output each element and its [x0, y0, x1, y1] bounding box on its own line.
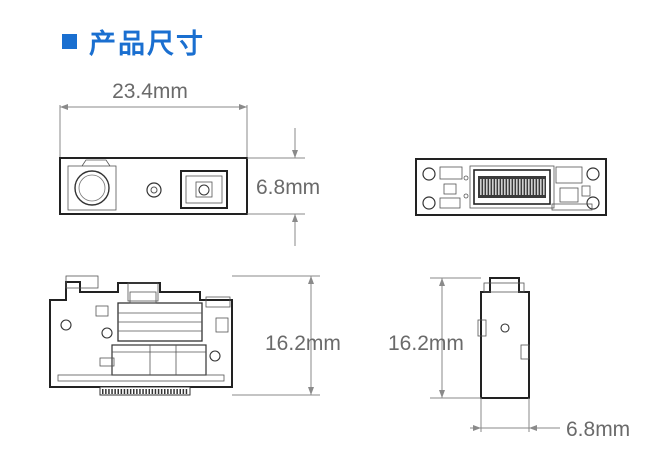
end-view: 16.2mm 6.8mm — [388, 277, 630, 441]
top-back-view — [415, 158, 607, 216]
dim-top-height: 6.8mm — [256, 176, 320, 199]
title-bullet-icon — [62, 34, 77, 49]
dim-end-height: 16.2mm — [388, 332, 464, 355]
dim-top-width: 23.4mm — [112, 80, 188, 103]
dim-end-width: 6.8mm — [566, 418, 630, 441]
side-view: 16.2mm — [49, 275, 341, 396]
dim-side-height: 16.2mm — [265, 332, 341, 355]
page-title-text: 产品尺寸 — [89, 29, 205, 60]
page-title: 产品尺寸 — [62, 22, 205, 61]
top-front-view: 23.4mm 6.8mm — [59, 80, 320, 246]
